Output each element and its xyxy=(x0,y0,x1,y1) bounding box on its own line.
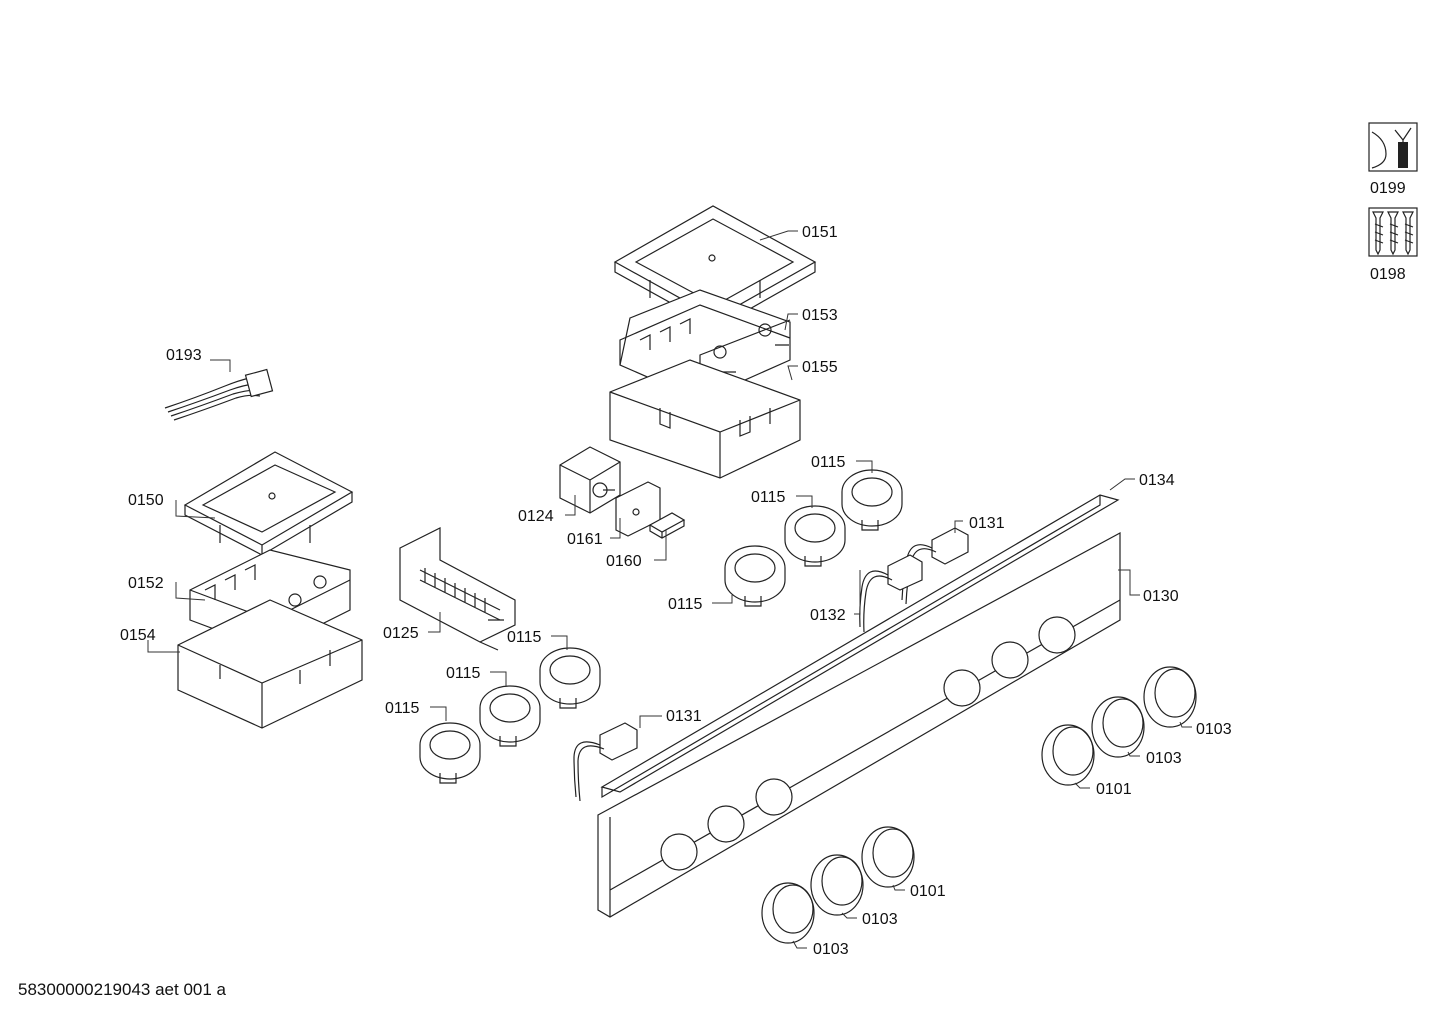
knob-bottom-2 xyxy=(810,854,864,916)
label-0150: 0150 xyxy=(128,492,164,509)
bracket xyxy=(615,481,661,537)
label-0130: 0130 xyxy=(1143,588,1179,605)
label-0132: 0132 xyxy=(810,607,846,624)
cover-left xyxy=(183,451,354,556)
indicator-lamp-lower xyxy=(573,722,638,802)
control-panel xyxy=(597,531,1121,918)
knob-holder-1 xyxy=(841,469,903,531)
knob-bottom-3 xyxy=(761,882,815,944)
label-0131-a: 0131 xyxy=(969,515,1005,532)
label-0103-a: 0103 xyxy=(1196,721,1232,738)
label-0103-d: 0103 xyxy=(813,941,849,958)
label-0155: 0155 xyxy=(802,359,838,376)
label-0154: 0154 xyxy=(120,627,156,644)
selector-switch xyxy=(399,527,516,651)
label-0153: 0153 xyxy=(802,307,838,324)
indicator-lamp-upper xyxy=(859,527,969,633)
label-0134: 0134 xyxy=(1139,472,1175,489)
label-0115-a: 0115 xyxy=(811,454,846,471)
label-0115-e: 0115 xyxy=(446,665,481,682)
cover-upper xyxy=(613,205,817,329)
icon-label-0198: 0198 xyxy=(1370,266,1406,283)
thermostat xyxy=(559,446,621,514)
leader-lines xyxy=(147,230,1192,949)
tool-wrench-icon xyxy=(1368,122,1418,172)
cable-harness xyxy=(164,368,274,421)
label-0124: 0124 xyxy=(518,508,554,525)
label-0101-a: 0101 xyxy=(1096,781,1132,798)
label-0115-d: 0115 xyxy=(507,629,542,646)
label-0115-b: 0115 xyxy=(751,489,786,506)
knob-right-1 xyxy=(1143,666,1197,728)
label-0101-b: 0101 xyxy=(910,883,946,900)
label-0115-f: 0115 xyxy=(385,700,420,717)
label-0115-c: 0115 xyxy=(668,596,703,613)
connector xyxy=(648,512,686,539)
knob-right-2 xyxy=(1091,696,1145,758)
label-0125: 0125 xyxy=(383,625,419,642)
knob-holder-5 xyxy=(479,685,541,747)
rail-strip xyxy=(600,494,1120,799)
label-0151: 0151 xyxy=(802,224,838,241)
knob-holder-2 xyxy=(784,505,846,567)
knob-holder-6 xyxy=(419,722,481,784)
label-0103-c: 0103 xyxy=(862,911,898,928)
label-0160: 0160 xyxy=(606,553,642,570)
screws-icon xyxy=(1368,207,1418,257)
label-0161: 0161 xyxy=(567,531,603,548)
knob-right-3 xyxy=(1041,724,1095,786)
icon-label-0199: 0199 xyxy=(1370,180,1406,197)
label-0152: 0152 xyxy=(128,575,164,592)
label-0103-b: 0103 xyxy=(1146,750,1182,767)
knob-holder-3 xyxy=(724,545,786,607)
housing-upper xyxy=(609,359,801,479)
label-0193: 0193 xyxy=(166,347,202,364)
knob-holder-4 xyxy=(539,647,601,709)
housing-left xyxy=(177,599,363,729)
label-0131-b: 0131 xyxy=(666,708,702,725)
knob-bottom-1 xyxy=(861,826,915,888)
document-id: 58300000219043 aet 001 a xyxy=(18,980,226,999)
